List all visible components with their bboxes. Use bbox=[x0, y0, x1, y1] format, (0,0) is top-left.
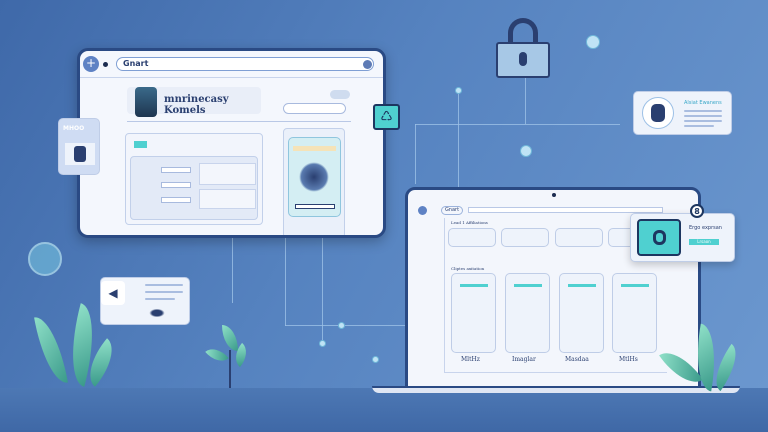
go-icon[interactable] bbox=[363, 60, 372, 69]
padlock-icon bbox=[496, 18, 550, 78]
lock-icon bbox=[637, 219, 681, 256]
connector-line bbox=[415, 124, 416, 184]
header-banner: mnrinecasy Komels bbox=[127, 87, 261, 117]
plan-label: Masdaa bbox=[565, 356, 589, 363]
gear-node bbox=[586, 35, 600, 49]
info-card: ◀ bbox=[100, 277, 190, 325]
plan-label: Imaglar bbox=[512, 356, 536, 363]
plan-card[interactable] bbox=[612, 273, 657, 353]
robot-illustration bbox=[135, 87, 157, 117]
plant-left bbox=[30, 300, 124, 390]
connector-line bbox=[525, 76, 526, 124]
feature-card[interactable] bbox=[448, 228, 496, 247]
field[interactable] bbox=[161, 182, 191, 188]
gear-node bbox=[520, 145, 532, 157]
form-panel bbox=[125, 133, 263, 225]
connector-line bbox=[285, 325, 405, 326]
node-dot bbox=[338, 322, 345, 329]
dot-icon bbox=[103, 62, 108, 67]
page-title: mnrinecasy Komels bbox=[164, 94, 229, 116]
plan-card[interactable] bbox=[451, 273, 496, 353]
plan-label: MtlHs bbox=[619, 356, 638, 363]
laptop-search[interactable] bbox=[468, 207, 663, 213]
tab-active[interactable] bbox=[134, 141, 147, 148]
mobile-preview bbox=[283, 128, 345, 235]
megaphone-icon: ◀ bbox=[101, 281, 125, 305]
connector-line bbox=[322, 238, 323, 343]
profile-card: Alsiat Ewanens bbox=[633, 91, 732, 135]
plan-card[interactable] bbox=[505, 273, 550, 353]
connector-line bbox=[458, 90, 459, 235]
character-illustration bbox=[299, 162, 329, 192]
node-dot bbox=[319, 340, 326, 347]
browser-window: + Gnart mnrinecasy Komels bbox=[77, 48, 386, 238]
card-illustration bbox=[65, 143, 95, 165]
plan-label: MltHz bbox=[461, 356, 480, 363]
plant-sprout bbox=[205, 325, 253, 388]
ground bbox=[0, 388, 768, 432]
notification-badge[interactable]: 8 bbox=[690, 204, 704, 218]
address-text: Gnart bbox=[123, 59, 149, 68]
plant-right bbox=[659, 323, 747, 393]
mobile-input[interactable] bbox=[295, 204, 335, 209]
feature-card[interactable] bbox=[501, 228, 549, 247]
badge-label: MHOO bbox=[63, 125, 85, 132]
laptop-base bbox=[372, 386, 740, 393]
laptop-screen: Gnart Lead 1 Affiliations Cliptes axitat… bbox=[405, 187, 701, 389]
small-profile-card: MHOO bbox=[58, 118, 100, 175]
connector-line bbox=[232, 238, 233, 303]
search-input[interactable] bbox=[283, 103, 346, 114]
field[interactable] bbox=[161, 167, 191, 173]
connector-line bbox=[415, 124, 620, 125]
recycle-icon[interactable]: ♺ bbox=[373, 104, 400, 130]
field[interactable] bbox=[161, 197, 191, 203]
menu-button[interactable] bbox=[418, 206, 427, 215]
popup-button[interactable]: Lrsaon bbox=[689, 239, 719, 245]
form-fields bbox=[130, 156, 258, 220]
refresh-icon bbox=[28, 242, 62, 276]
feature-card[interactable] bbox=[555, 228, 603, 247]
login-popup: Ergo exprsan Lrsaon bbox=[630, 213, 735, 262]
connector-line bbox=[285, 238, 286, 326]
node-dot bbox=[455, 87, 462, 94]
plan-card[interactable] bbox=[559, 273, 604, 353]
section-label: Lead 1 Affiliations bbox=[451, 220, 488, 225]
camera-icon bbox=[552, 193, 556, 197]
dashboard: Lead 1 Affiliations Cliptes axitation Ml… bbox=[444, 218, 667, 373]
address-bar[interactable]: Gnart bbox=[116, 57, 374, 71]
add-tab-button[interactable]: + bbox=[83, 56, 99, 72]
profile-title: Alsiat Ewanens bbox=[684, 100, 722, 106]
laptop-address[interactable]: Gnart bbox=[441, 206, 463, 215]
popup-title: Ergo exprsan bbox=[689, 225, 722, 231]
group-icon bbox=[148, 308, 166, 318]
avatar bbox=[642, 97, 674, 129]
node-dot bbox=[372, 356, 379, 363]
section-label: Cliptes axitation bbox=[451, 266, 485, 271]
toggle[interactable] bbox=[330, 90, 350, 99]
